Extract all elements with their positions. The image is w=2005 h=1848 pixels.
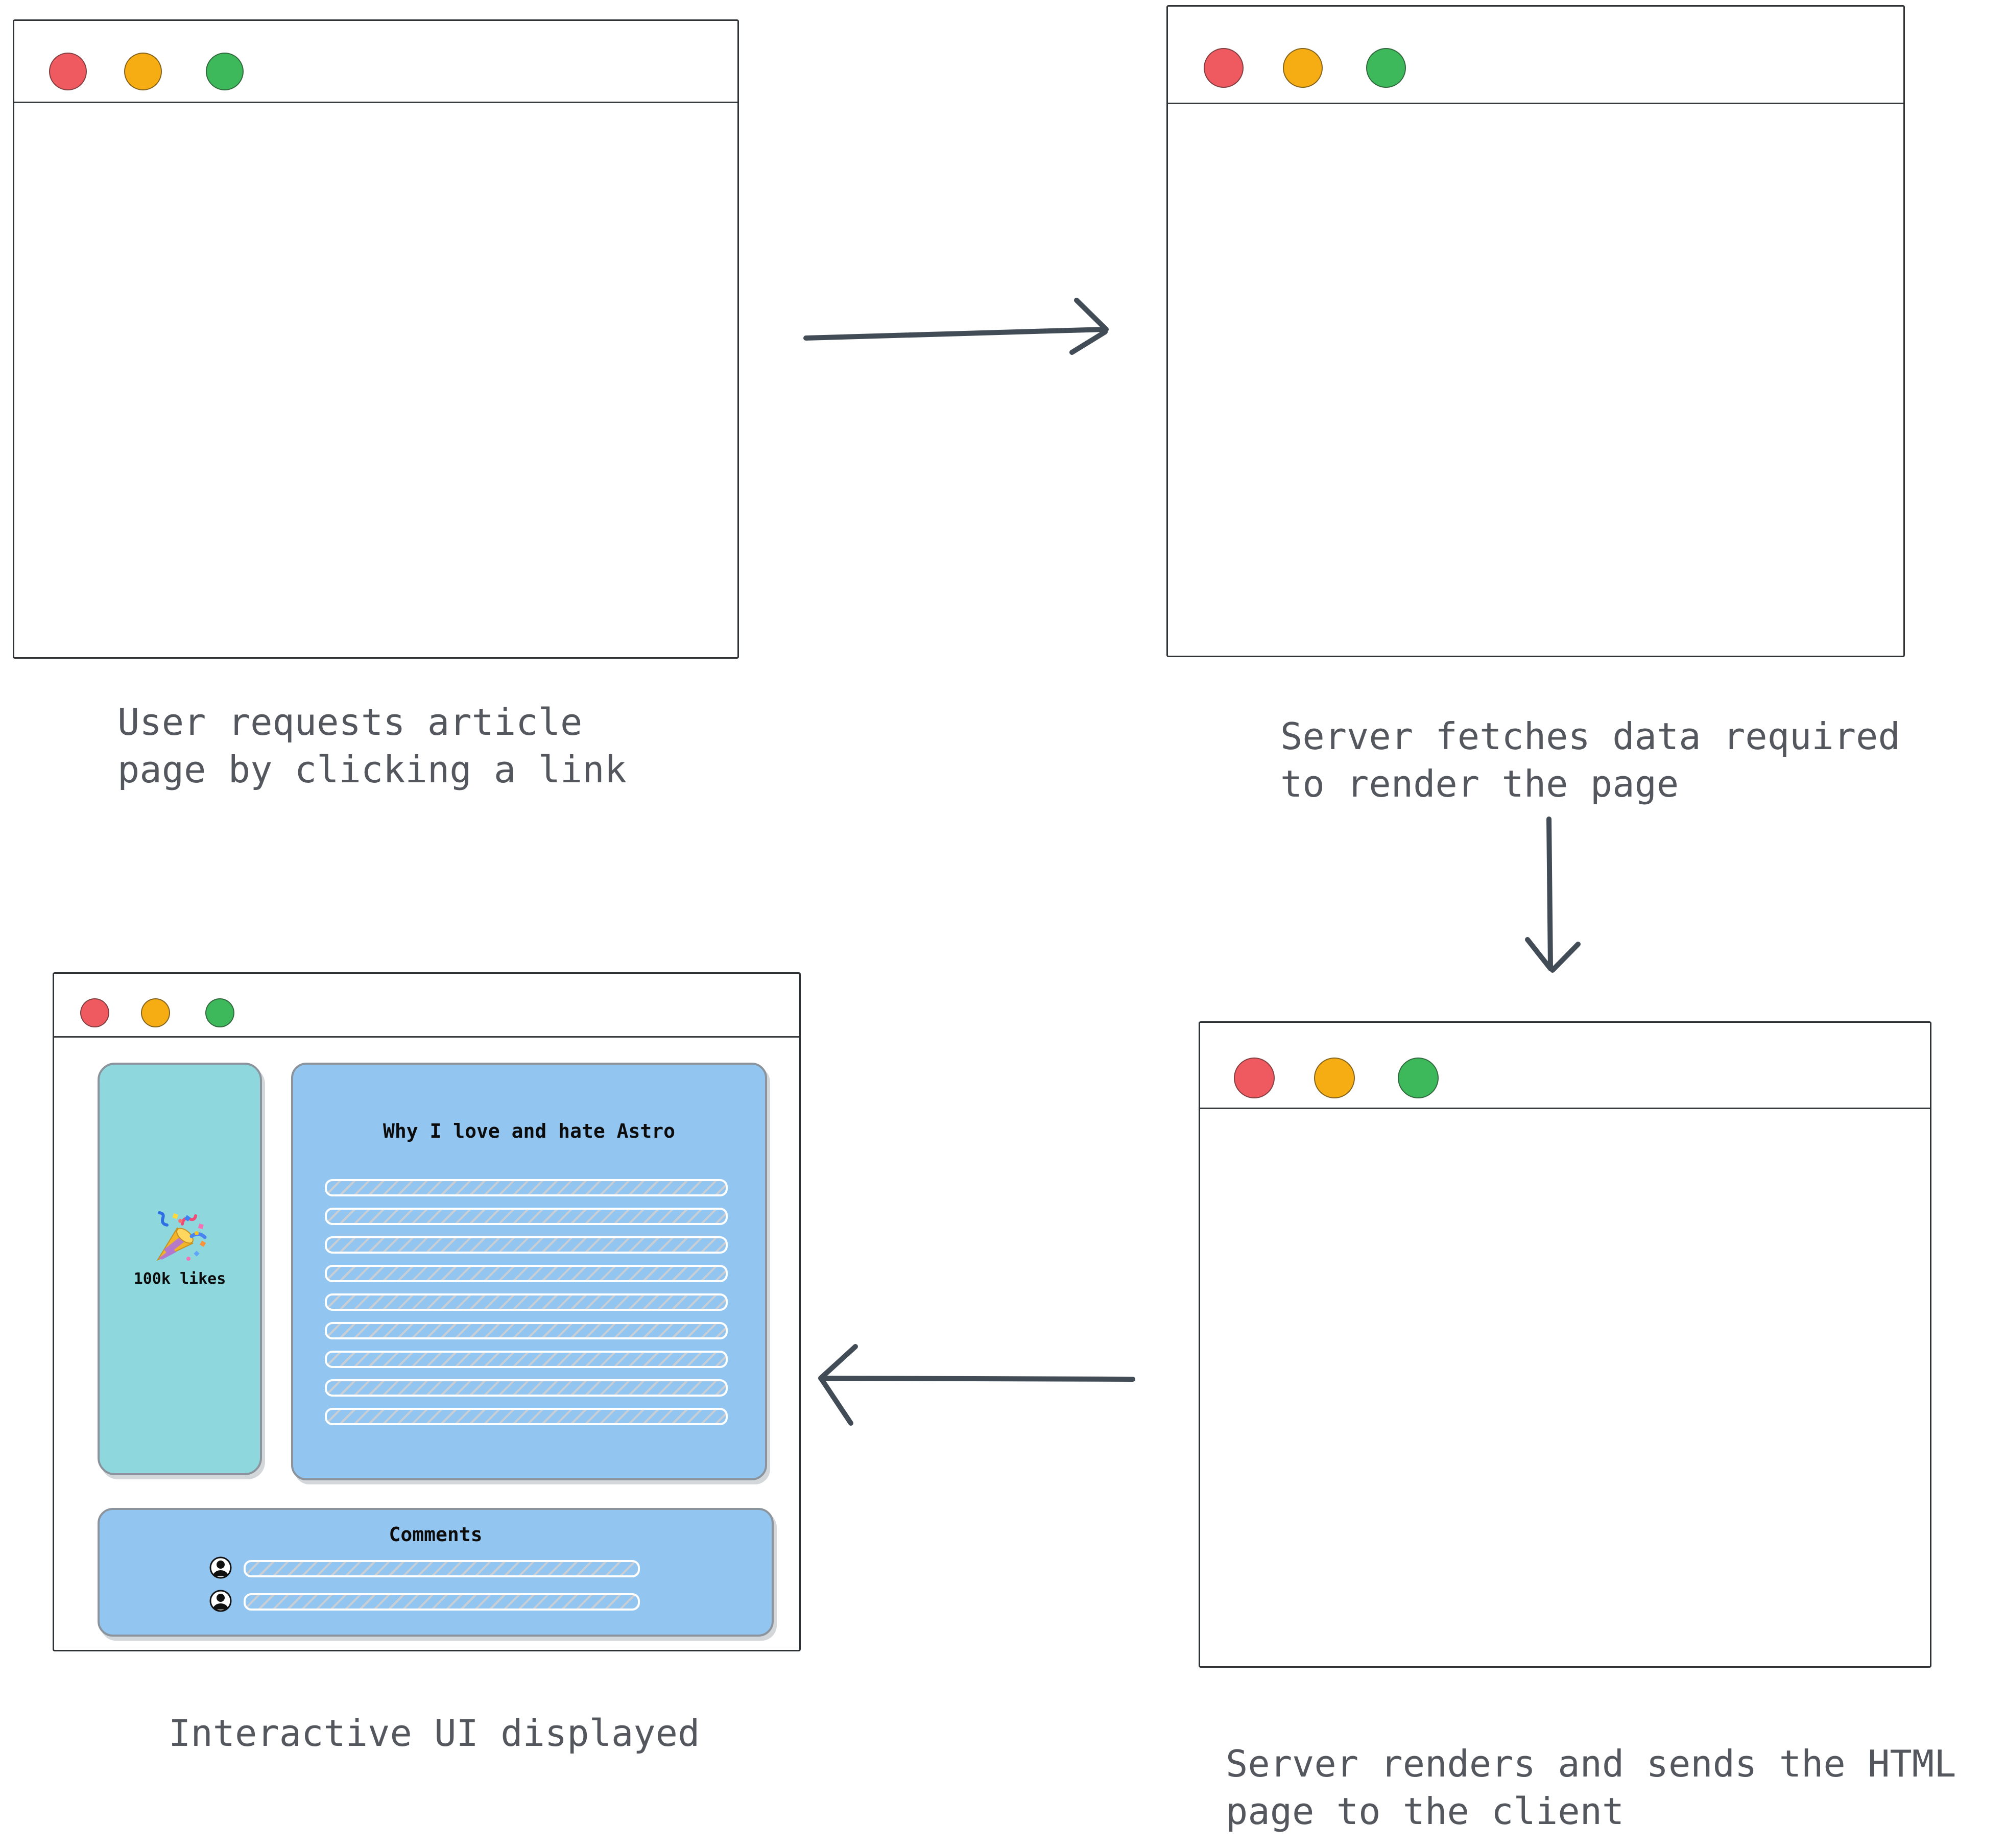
placeholder-text-line [325,1322,728,1339]
browser-window-fetch [1166,5,1905,657]
window-titlebar [1200,1023,1930,1109]
likes-count-label: 100k likes [133,1270,226,1288]
likes-panel[interactable]: 100k likes [98,1063,262,1475]
close-button[interactable] [80,998,109,1027]
minimize-button[interactable] [1314,1058,1355,1098]
window-titlebar [54,974,799,1038]
placeholder-text-line [325,1408,728,1425]
article-placeholder-text [325,1179,728,1436]
minimize-button[interactable] [1283,48,1323,88]
minimize-button[interactable] [141,998,170,1027]
comments-title: Comments [389,1523,483,1546]
browser-window-request [13,19,739,659]
window-titlebar [14,21,737,103]
step-caption-display: Interactive UI displayed [169,1712,700,1755]
placeholder-text-line [325,1265,728,1282]
comment-placeholder-text [244,1593,640,1611]
comment-placeholder-text [244,1560,640,1577]
arrow-down-icon [1525,817,1581,973]
zoom-button[interactable] [206,53,244,90]
placeholder-text-line [325,1179,728,1196]
placeholder-text-line [325,1236,728,1254]
comments-panel: Comments [98,1508,774,1637]
user-avatar-icon [209,1556,232,1581]
close-button[interactable] [1234,1058,1275,1098]
placeholder-text-line [325,1379,728,1397]
placeholder-text-line [325,1293,728,1311]
placeholder-text-line [325,1351,728,1368]
party-popper-icon [152,1210,208,1268]
browser-window-interactive-ui: 100k likes Why I love and hate Astro Com… [53,972,801,1651]
user-avatar-icon [209,1589,232,1615]
minimize-button[interactable] [124,53,162,90]
zoom-button[interactable] [1398,1058,1439,1098]
zoom-button[interactable] [205,998,234,1027]
browser-window-render [1199,1021,1931,1668]
window-titlebar [1168,7,1903,104]
placeholder-text-line [325,1208,728,1225]
article-panel: Why I love and hate Astro [291,1063,767,1480]
arrow-right-icon [803,298,1109,355]
article-title: Why I love and hate Astro [383,1120,675,1142]
close-button[interactable] [49,53,87,90]
arrow-left-icon [818,1344,1135,1426]
close-button[interactable] [1204,48,1244,88]
zoom-button[interactable] [1366,48,1406,88]
